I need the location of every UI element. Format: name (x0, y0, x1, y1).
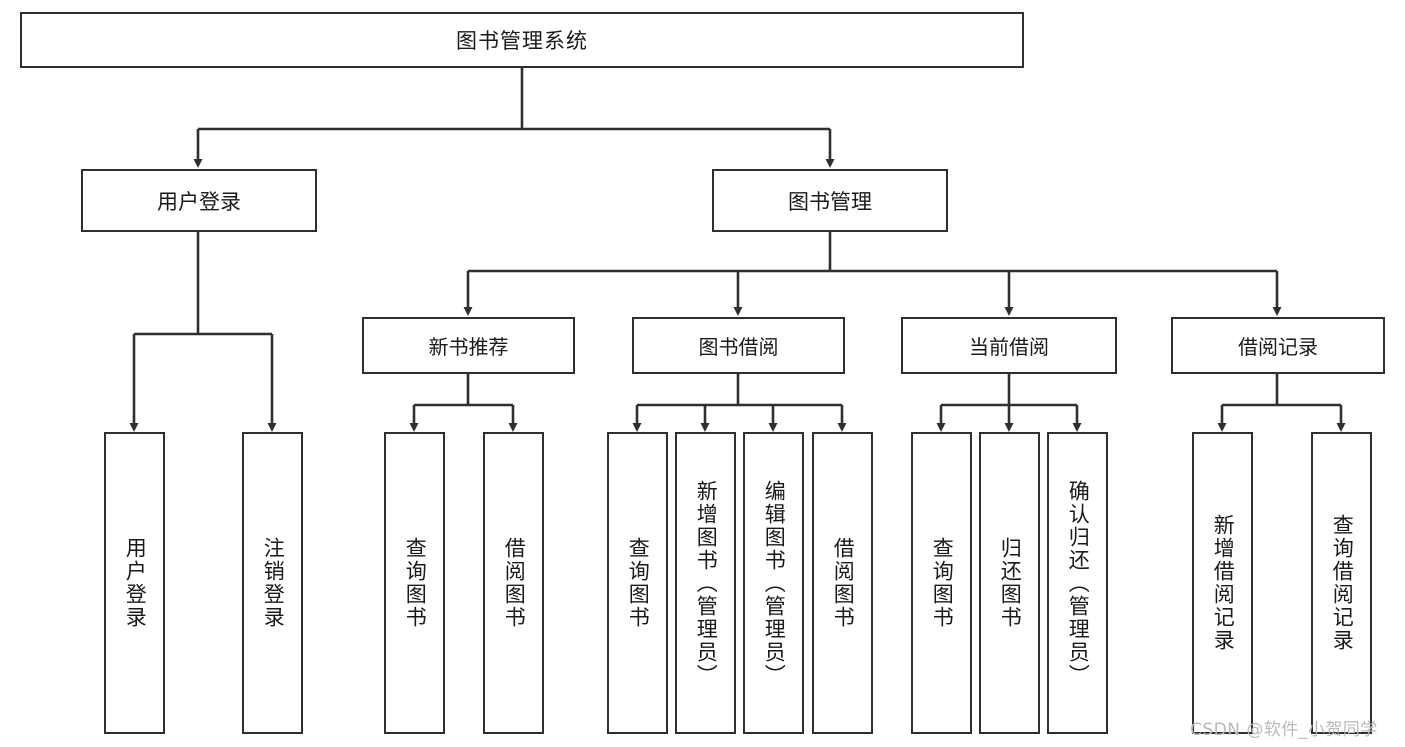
node-root-system[interactable]: 图书管理系统 (20, 12, 1024, 68)
leaf-new-book-query[interactable]: 查询图书 (384, 432, 445, 734)
leaf-book-borrow-query[interactable]: 查询图书 (607, 432, 668, 734)
leaf-user-login-signout[interactable]: 注销登录 (242, 432, 303, 734)
leaf-current-borrow-query[interactable]: 查询图书 (911, 432, 972, 734)
leaf-book-borrow-lend[interactable]: 借阅图书 (812, 432, 873, 734)
node-borrow-record[interactable]: 借阅记录 (1171, 317, 1385, 374)
leaf-book-borrow-edit[interactable]: 编辑图书（管理员） (743, 432, 804, 734)
leaf-book-borrow-add[interactable]: 新增图书（管理员） (675, 432, 736, 734)
leaf-user-login-signin[interactable]: 用户登录 (104, 432, 165, 734)
node-book-management[interactable]: 图书管理 (712, 169, 948, 232)
leaf-new-book-borrow[interactable]: 借阅图书 (483, 432, 544, 734)
leaf-borrow-record-query[interactable]: 查询借阅记录 (1311, 432, 1372, 734)
leaf-borrow-record-add[interactable]: 新增借阅记录 (1192, 432, 1253, 734)
leaf-current-borrow-confirm-return[interactable]: 确认归还（管理员） (1047, 432, 1108, 734)
csdn-watermark: CSDN @软件_小贺同学 (1190, 720, 1378, 740)
node-current-borrow[interactable]: 当前借阅 (901, 317, 1117, 374)
node-new-book-recommend[interactable]: 新书推荐 (362, 317, 575, 374)
leaf-current-borrow-return[interactable]: 归还图书 (979, 432, 1040, 734)
node-book-borrow[interactable]: 图书借阅 (632, 317, 845, 374)
node-user-login[interactable]: 用户登录 (81, 169, 317, 232)
